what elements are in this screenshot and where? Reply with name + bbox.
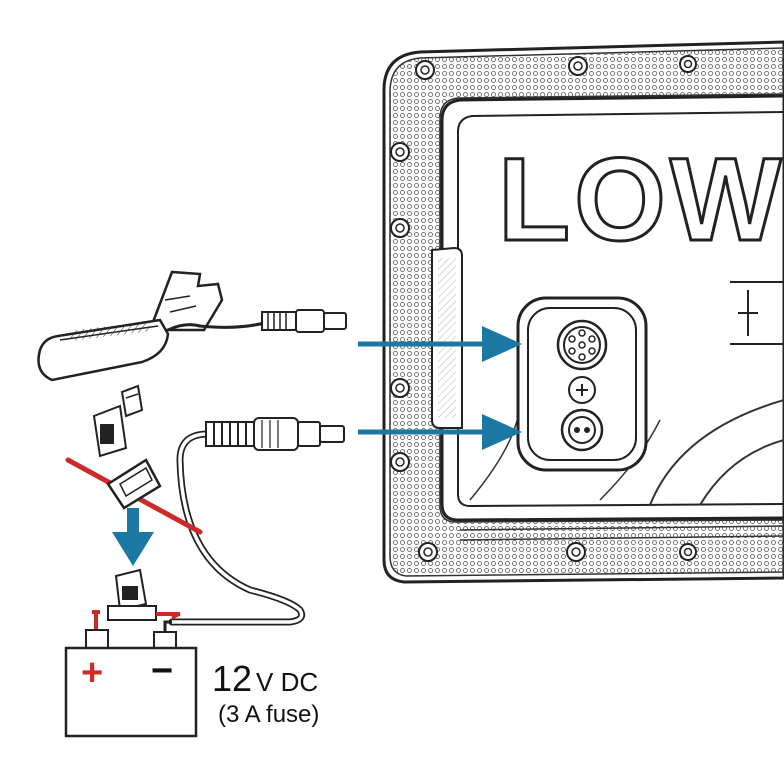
voltage-number: 12 xyxy=(212,658,253,699)
battery-negative-symbol: − xyxy=(151,650,174,692)
connector-panel xyxy=(516,296,648,472)
voltage-unit: V DC xyxy=(256,667,319,697)
brand-logo: LOWRANCE xyxy=(498,134,784,266)
power-port xyxy=(560,408,604,452)
power-cable xyxy=(168,417,345,626)
screw-boss xyxy=(566,542,586,562)
screw-boss xyxy=(390,218,410,238)
fuse-holder xyxy=(65,384,203,535)
fuse-assembled xyxy=(92,568,180,621)
screw-boss xyxy=(390,452,410,472)
arrow-fuse-down xyxy=(112,508,154,566)
screw-boss xyxy=(418,542,438,562)
fuse-note: (3 A fuse) xyxy=(218,701,320,728)
arrow-transducer-to-port xyxy=(358,326,522,362)
transducer-port xyxy=(556,319,608,371)
battery-positive-symbol: + xyxy=(81,652,104,694)
panel-screw xyxy=(568,376,596,404)
screw-boss xyxy=(390,142,410,162)
screw-boss xyxy=(679,543,697,561)
battery xyxy=(64,612,198,738)
transducer xyxy=(37,270,347,382)
screw-boss xyxy=(679,55,697,73)
display-unit-rear: LOWRANCE xyxy=(382,40,784,584)
screw-boss xyxy=(390,378,410,398)
screw-boss xyxy=(415,60,435,80)
arrow-power-to-port xyxy=(358,414,522,450)
screw-boss xyxy=(568,56,588,76)
